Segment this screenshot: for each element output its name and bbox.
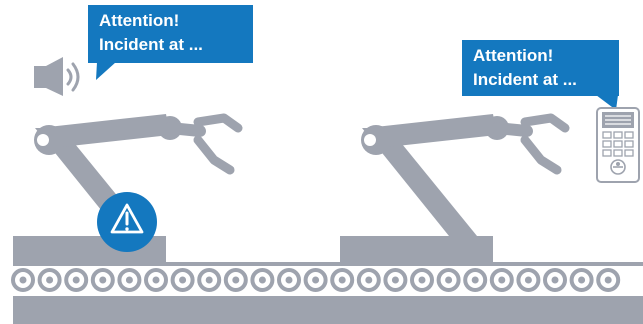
conveyor-roller-hub xyxy=(46,277,53,284)
conveyor-roller-hub xyxy=(259,277,266,284)
conveyor-belt xyxy=(13,262,643,324)
conveyor-roller-hub xyxy=(445,277,452,284)
conveyor-roller-hub xyxy=(206,277,213,284)
robot-right-gripper-bottom xyxy=(525,140,557,170)
robot-arm-right xyxy=(340,114,565,262)
robot-left-shoulder-dot xyxy=(37,134,49,146)
intercom-device-icon xyxy=(597,108,639,182)
conveyor-roller-hub xyxy=(419,277,426,284)
speech-bubble-left: Attention! Incident at ... xyxy=(88,5,253,80)
robot-right-gripper-top xyxy=(525,118,565,128)
conveyor-roller-hub xyxy=(312,277,319,284)
bubble-left-line1: Attention! xyxy=(99,11,179,30)
conveyor-roller-hub xyxy=(339,277,346,284)
conveyor-roller-hub xyxy=(552,277,559,284)
conveyor-roller-hub xyxy=(20,277,27,284)
speech-bubble-right: Attention! Incident at ... xyxy=(462,40,619,110)
robot-left-upper-arm xyxy=(48,114,170,148)
speaker-body xyxy=(34,66,46,88)
speaker-icon xyxy=(34,57,78,96)
conveyor-roller-hub xyxy=(392,277,399,284)
speaker-cone xyxy=(46,57,63,96)
robot-right-upper-arm xyxy=(375,114,497,148)
conveyor-roller-hub xyxy=(286,277,293,284)
conveyor-roller-hub xyxy=(605,277,612,284)
conveyor-top-rail xyxy=(13,262,643,266)
bubble-right-line1: Attention! xyxy=(473,46,553,65)
robot-left-gripper-bottom xyxy=(198,140,230,170)
robot-right-shoulder-dot xyxy=(364,134,376,146)
bubble-left-tail xyxy=(96,62,116,80)
conveyor-roller-hub xyxy=(578,277,585,284)
conveyor-roller-hub xyxy=(73,277,80,284)
conveyor-roller-hub xyxy=(472,277,479,284)
conveyor-roller-hub xyxy=(525,277,532,284)
speaker-wave-inner xyxy=(68,70,71,84)
conveyor-roller-hub xyxy=(126,277,133,284)
conveyor-roller-hub xyxy=(179,277,186,284)
robot-left-gripper-top xyxy=(198,118,238,128)
conveyor-base xyxy=(13,296,643,324)
conveyor-rollers xyxy=(13,270,618,290)
bubble-right-line2: Incident at ... xyxy=(473,70,577,89)
conveyor-roller-hub xyxy=(99,277,106,284)
conveyor-roller-hub xyxy=(498,277,505,284)
conveyor-roller-hub xyxy=(365,277,372,284)
warning-icon xyxy=(97,192,157,252)
bubble-left-line2: Incident at ... xyxy=(99,35,203,54)
conveyor-roller-hub xyxy=(153,277,160,284)
speaker-wave-outer xyxy=(73,64,78,90)
robot-right-platform xyxy=(340,236,493,262)
conveyor-roller-hub xyxy=(232,277,239,284)
